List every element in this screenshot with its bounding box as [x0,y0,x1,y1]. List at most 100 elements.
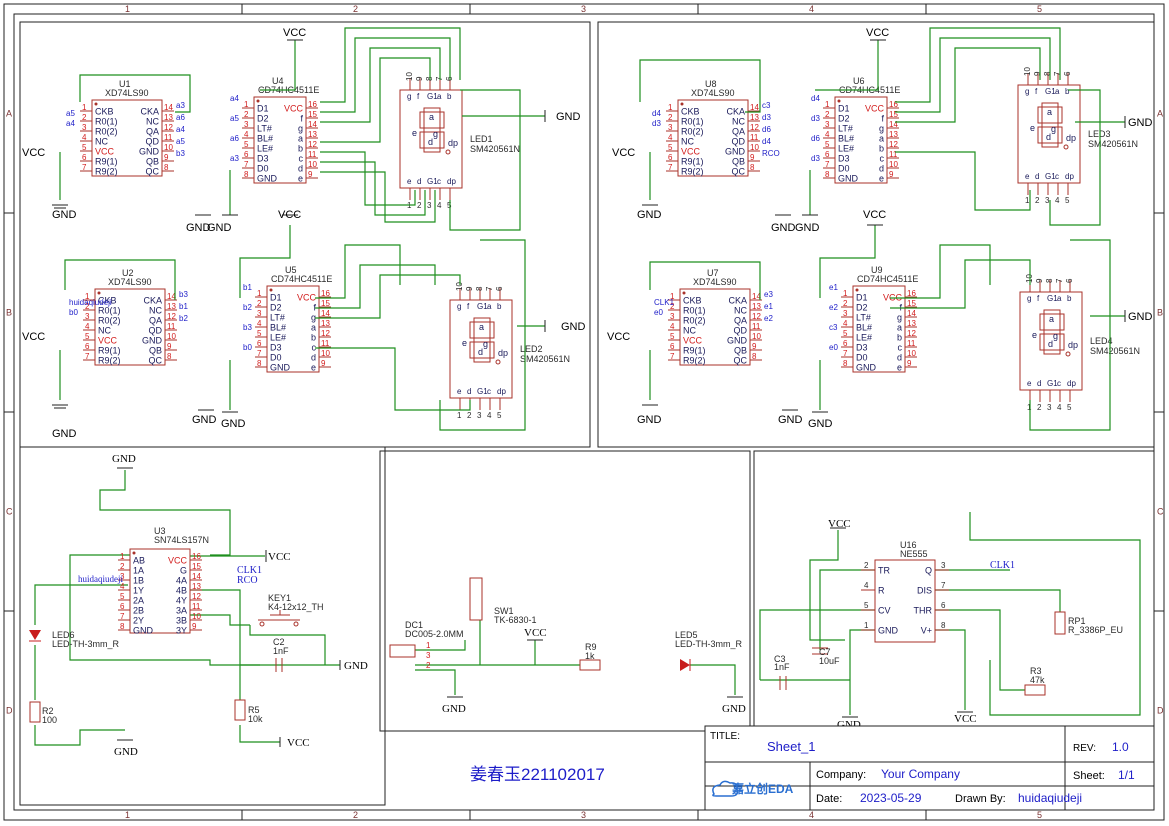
decoder-u6-body [834,96,888,184]
col-label-bottom: 5 [1037,810,1042,820]
key1-ref: KEY1 [268,593,291,603]
vcc-label-timer-v: VCC [954,713,977,725]
vcc-label-u5: VCC [278,209,301,221]
r5-val: 10k [248,714,263,724]
decoder-u4-pin-label: LT# [257,124,272,134]
decoder-u6-pin-label: c [880,154,885,164]
net-label: d6 [811,134,820,143]
gnd-label-u5: GND [221,418,246,430]
net-label: b0 [69,308,78,317]
decoder-u5-pin-label: D1 [270,293,282,303]
row-label-left: B [6,308,12,318]
net-label: b1 [179,302,188,311]
display-led2-pin-label: f [467,302,470,311]
counter-u2-pin-num: 13 [167,302,176,311]
row-label-left: D [6,706,13,716]
power-symbols-top [52,39,1126,413]
display-led2-seg-label: e [462,338,467,348]
decoder-u6-pin-num: 10 [889,160,898,169]
display-led1-seg-label: dp [448,138,458,148]
vcc-label-u7: VCC [607,331,630,343]
decoder-u6-pin-label: b [879,144,884,154]
net-label: e2 [764,314,773,323]
counter-u8-body [677,99,749,177]
mux-pin-label: 3B [176,616,187,626]
counter-u8-pin-label: CKA [726,107,745,117]
net-label: CLK1 [654,298,675,307]
counter-u7-pin-label: QC [734,356,748,366]
display-led1-segment [419,131,425,149]
gnd-label-led4: GND [1128,311,1153,323]
net-huidaqiudeji-mux: huidaqiudeji [78,574,123,584]
decoder-u6-pin-num: 15 [889,110,898,119]
net-label: d4 [762,137,771,146]
decoder-u4-pin-label: D3 [257,154,269,164]
net-clk1-mux: CLK1 [237,565,262,576]
inner-frame [13,13,1155,811]
decoder-u6-pin-label: BL# [838,134,854,144]
row-label-right: B [1157,308,1163,318]
display-led3-pin-num: 3 [1045,196,1050,205]
counter-u2-pin-num: 5 [85,332,90,341]
r9-ref: R9 [585,642,597,652]
mux-pin-label: G [180,566,187,576]
counter-u2-pin-num: 3 [85,312,90,321]
display-led4-pin-num: 4 [1057,403,1062,412]
display-led3-pin-label: e [1025,172,1030,181]
title-label: TITLE: [710,731,740,742]
timer-pin-label: GND [878,626,899,636]
led6-part: LED-TH-3mm_R [52,639,120,649]
gnd-label-u4: GND [207,222,232,234]
counter-u2-pin-num: 4 [85,322,90,331]
vcc-label-mux: VCC [268,551,291,563]
display-led1-seg-label: g [433,129,438,139]
display-led1-pin-num: 3 [427,201,432,210]
display-led1-pin-label: g [407,92,411,101]
display-led4-pin-num: 9 [1035,278,1044,283]
decoder-u9-pin-num: 3 [843,309,848,318]
c2-val: 1nF [273,646,289,656]
display-led1-pin-label: f [417,92,420,101]
display-led4-segment-dp [1065,351,1071,357]
block-bottom-right [753,450,1155,727]
counter-u1-pin-label: QA [146,127,159,137]
counter-u8-pin-num: 14 [750,103,759,112]
decoder-u9-pin-num: 11 [907,339,916,348]
row-label-right: D [1157,706,1164,716]
mux-pin-num: 5 [120,592,125,601]
display-led3-pin-num: 9 [1033,71,1042,76]
counter-u1-pin-label: CKA [140,107,159,117]
decoder-u6-pin-num: 7 [825,160,830,169]
row-label-left: A [6,109,12,119]
decoder-u9-pin-label: e [897,363,902,373]
counter-u7-pin-num: 8 [752,352,757,361]
r2-ref: R2 [42,706,54,716]
decoder-u4-pin-num: 16 [308,100,317,109]
counter-u8-pin-label: GND [725,147,746,157]
timer-pin-label: THR [914,606,933,616]
decoder-u5-pin-num: 16 [321,289,330,298]
mux-pin-label: 1Y [133,586,144,596]
display-led2-segment [473,357,491,363]
counter-u8-ref: U8 [705,79,717,89]
decoder-u4-ref: U4 [272,76,284,86]
counter-u2-pin-label: NC [149,306,162,316]
counter-u7-pin-label: GND [727,336,748,346]
sheet-label: Sheet: [1073,770,1105,782]
dc1-pin1: 1 [426,641,431,650]
timer-part: NE555 [900,549,928,559]
counter-u2-pin-label: CKB [98,296,117,306]
net-label: c3 [762,101,771,110]
decoder-u9-pin-label: BL# [856,323,872,333]
net-label: a3 [176,101,185,110]
decoder-u6-pin-label: d [879,164,884,174]
decoder-u5-pin-label: d [311,353,316,363]
decoder-u5-pin-num: 5 [257,329,262,338]
decoder-u6-pin-num: 2 [825,110,830,119]
counter-u1-pin-label: NC [95,137,108,147]
decoder-u5-pin-num: 13 [321,319,330,328]
counter-u1-pin-num: 11 [164,133,173,142]
display-led4-pin-label: a [1057,294,1062,303]
